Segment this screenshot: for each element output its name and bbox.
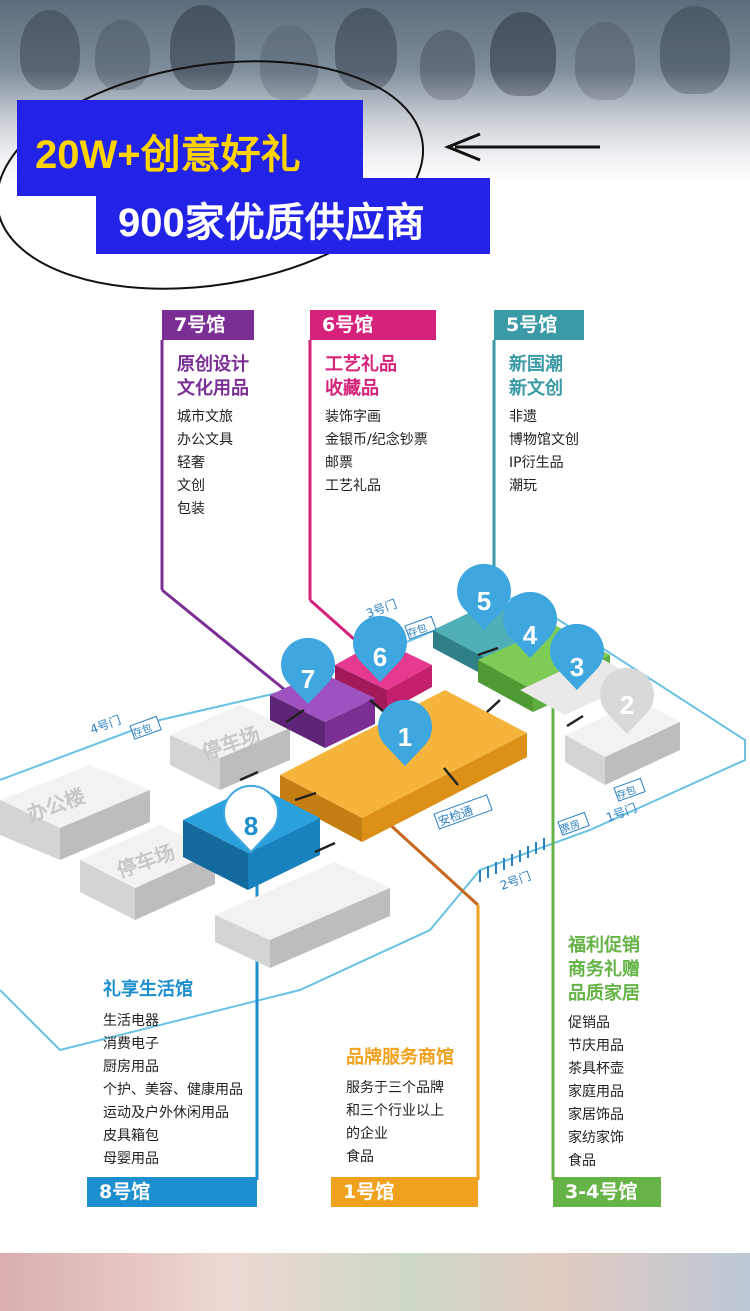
grey-building-bottom	[215, 862, 390, 968]
svg-text:5: 5	[477, 586, 491, 616]
list-item: 城市文旅	[177, 409, 233, 425]
parking-building-a	[170, 705, 290, 790]
headline-line2: 900家优质供应商	[118, 201, 425, 245]
connector-arrows	[239, 646, 584, 854]
office-building	[0, 765, 150, 860]
list-item: 文创	[177, 478, 205, 494]
list-item: 和三个行业以上	[346, 1103, 444, 1119]
pin-3[interactable]: 3	[550, 623, 604, 690]
list-item: 家纺家饰	[568, 1130, 624, 1146]
headline-badge-2: 900家优质供应商	[96, 178, 490, 254]
hall-tag-1: 1号馆	[331, 1177, 478, 1207]
list-item: 茶具杯壶	[568, 1061, 624, 1077]
list-item: 生活电器	[103, 1013, 159, 1029]
pin-4[interactable]: 4	[503, 591, 558, 658]
hall34-title-line2: 商务礼赠	[568, 959, 640, 980]
list-item: 食品	[346, 1149, 374, 1165]
list-item: 促销品	[568, 1015, 610, 1031]
hall7-title: 原创设计 文化用品	[177, 353, 249, 401]
list-item: 家居饰品	[568, 1107, 624, 1123]
headline-line1: 20W+创意好礼	[35, 133, 301, 177]
hall5-title: 新国潮 新文创	[509, 353, 563, 401]
hall8-title: 礼享生活馆	[103, 978, 193, 1002]
headline-ellipse-doodle	[0, 60, 600, 290]
pin-1[interactable]: 1	[378, 699, 432, 766]
svg-text:8: 8	[244, 811, 258, 841]
pin-7[interactable]: 7	[281, 637, 336, 704]
list-item: 装饰字画	[325, 409, 381, 425]
list-item: 服务于三个品牌	[346, 1080, 444, 1096]
svg-text:7: 7	[301, 664, 315, 694]
hall1-list: 服务于三个品牌 和三个行业以上 的企业 食品	[346, 1077, 444, 1169]
bottom-photo-strip	[0, 1253, 750, 1311]
svg-text:3: 3	[570, 652, 584, 682]
hall-tag-7: 7号馆	[162, 310, 254, 340]
hall-tag-6: 6号馆	[310, 310, 436, 340]
svg-text:4: 4	[523, 620, 538, 650]
hall-tag-8: 8号馆	[87, 1177, 257, 1207]
hall6-list: 装饰字画 金银币/纪念钞票 邮票 工艺礼品	[325, 406, 428, 498]
list-item: 潮玩	[509, 478, 537, 494]
hall6-title: 工艺礼品 收藏品	[325, 353, 397, 401]
list-item: 邮票	[325, 455, 353, 471]
list-item: 食品	[568, 1153, 596, 1169]
hall8-title-line1: 礼享生活馆	[103, 979, 193, 1000]
hall8-list: 生活电器 消费电子 厨房用品 个护、美容、健康用品 运动及户外休闲用品 皮具箱包…	[103, 1010, 243, 1171]
list-item: 办公文具	[177, 432, 233, 448]
hall34-title-line1: 福利促销	[568, 935, 640, 956]
hall34-title-line3: 品质家居	[568, 983, 640, 1004]
list-item: 博物馆文创	[509, 432, 579, 448]
list-item: 母婴用品	[103, 1151, 159, 1167]
pin-8[interactable]: 8	[223, 784, 279, 854]
list-item: 包装	[177, 501, 205, 517]
hall34-title: 福利促销 商务礼赠 品质家居	[568, 934, 640, 1006]
list-item: 工艺礼品	[325, 478, 381, 494]
gate-2-label: 2号门	[498, 868, 533, 893]
parking-building-b	[80, 825, 215, 920]
svg-text:2: 2	[620, 690, 634, 720]
hall5-title-line1: 新国潮	[509, 354, 563, 375]
hall7-title-line2: 文化用品	[177, 378, 249, 399]
list-item: 运动及户外休闲用品	[103, 1105, 229, 1121]
list-item: 消费电子	[103, 1036, 159, 1052]
pin-2[interactable]: 2	[600, 667, 654, 734]
hall34-list: 促销品 节庆用品 茶具杯壶 家庭用品 家居饰品 家纺家饰 食品	[568, 1012, 624, 1173]
list-item: 轻奢	[177, 455, 205, 471]
hall7-list: 城市文旅 办公文具 轻奢 文创 包装	[177, 406, 233, 521]
gate-4-label: 4号门	[88, 712, 123, 737]
hall6-title-line2: 收藏品	[325, 378, 379, 399]
list-item: 节庆用品	[568, 1038, 624, 1054]
pin-5[interactable]: 5	[456, 563, 511, 630]
list-item: 非遗	[509, 409, 537, 425]
list-item: 皮具箱包	[103, 1128, 159, 1144]
list-item: IP衍生品	[509, 455, 564, 471]
hall5-list: 非遗 博物馆文创 IP衍生品 潮玩	[509, 406, 579, 498]
hall1-title-line1: 品牌服务商馆	[346, 1047, 454, 1068]
list-item: 家庭用品	[568, 1084, 624, 1100]
list-item: 金银币/纪念钞票	[325, 432, 428, 448]
hall6-title-line1: 工艺礼品	[325, 354, 397, 375]
hall7-title-line1: 原创设计	[177, 354, 249, 375]
svg-text:1: 1	[398, 722, 412, 752]
hall5-title-line2: 新文创	[509, 378, 563, 399]
entry-arrows	[479, 838, 545, 882]
hall-tag-5: 5号馆	[494, 310, 584, 340]
list-item: 的企业	[346, 1126, 388, 1142]
hall-tag-3-4: 3-4号馆	[553, 1177, 661, 1207]
svg-text:6: 6	[373, 642, 387, 672]
list-item: 厨房用品	[103, 1059, 159, 1075]
pin-6[interactable]: 6	[353, 615, 407, 682]
list-item: 个护、美容、健康用品	[103, 1082, 243, 1098]
hall1-title: 品牌服务商馆	[346, 1046, 454, 1070]
gate-1-label: 1号门	[604, 800, 639, 825]
